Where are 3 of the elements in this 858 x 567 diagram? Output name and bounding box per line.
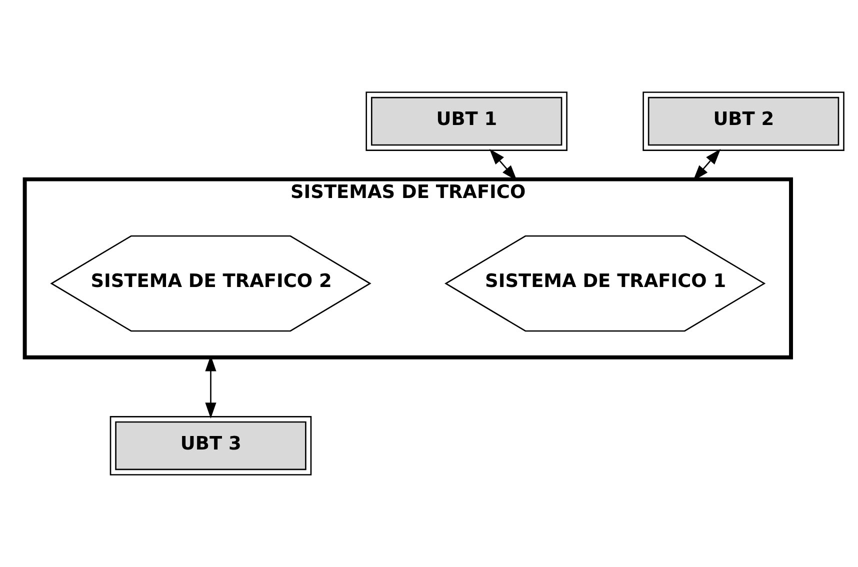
node-box: UBT 1: [366, 92, 568, 151]
node-box: UBT 2: [642, 92, 844, 151]
node-box: UBT 3: [110, 416, 312, 476]
